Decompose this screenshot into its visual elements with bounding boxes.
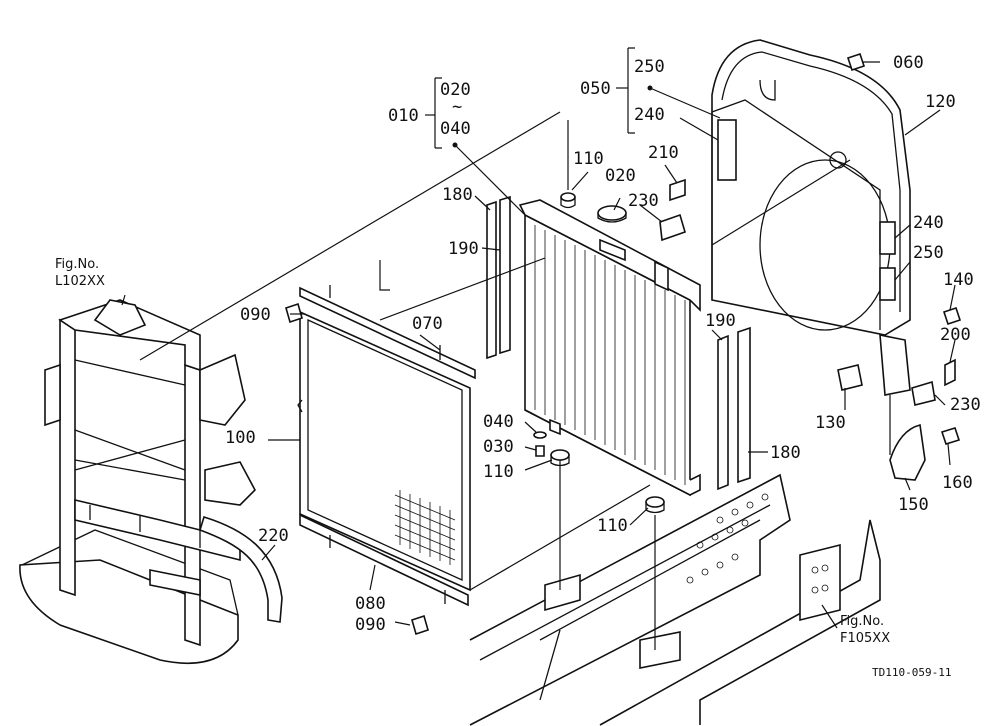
- label-230-top: 230: [628, 191, 659, 211]
- fig-ref-f105-line2: F105XX: [840, 631, 890, 646]
- label-250-right: 250: [913, 243, 944, 263]
- grommet-top: [560, 192, 576, 209]
- lower-frame: [469, 473, 881, 726]
- label-230-right: 230: [950, 395, 981, 415]
- label-tilde: ~: [452, 97, 462, 117]
- label-040-range: 040: [440, 119, 471, 139]
- label-100: 100: [225, 428, 256, 448]
- label-110-bottom: 110: [597, 516, 628, 536]
- label-210: 210: [648, 143, 679, 163]
- screen-assembly: [297, 285, 476, 607]
- fig-ref-f105-line1: Fig.No.: [840, 614, 884, 629]
- label-050: 050: [580, 79, 611, 99]
- leader-lines: [121, 47, 956, 629]
- label-220: 220: [258, 526, 289, 546]
- label-240-right: 240: [913, 213, 944, 233]
- reference-dots: [452, 85, 653, 148]
- label-130: 130: [815, 413, 846, 433]
- radiator-core: [518, 199, 701, 497]
- drawing-code: TD110-059-11: [872, 666, 951, 679]
- label-110-mid: 110: [483, 462, 514, 482]
- label-180-left: 180: [442, 185, 473, 205]
- label-060: 060: [893, 53, 924, 73]
- label-190-left: 190: [448, 239, 479, 259]
- hose-220: [199, 515, 283, 623]
- fig-ref-l102-line1: Fig.No.: [55, 257, 99, 272]
- label-030: 030: [483, 437, 514, 457]
- label-160: 160: [942, 473, 973, 493]
- label-150: 150: [898, 495, 929, 515]
- seal-strips-left: [486, 195, 511, 360]
- part-labels: 010 020 ~ 040 050 250 240 060 120 110 02…: [225, 53, 981, 635]
- figure-references: Fig.No. L102XX Fig.No. F105XX TD110-059-…: [55, 257, 951, 679]
- radiator-cap: [597, 205, 627, 223]
- label-250-top: 250: [634, 57, 665, 77]
- label-070: 070: [412, 314, 443, 334]
- label-120: 120: [925, 92, 956, 112]
- bolts-brackets: [285, 52, 962, 636]
- label-200: 200: [940, 325, 971, 345]
- label-090-top: 090: [240, 305, 271, 325]
- label-140: 140: [943, 270, 974, 290]
- label-020: 020: [605, 166, 636, 186]
- label-240-top: 240: [634, 105, 665, 125]
- seal-strips-right: [717, 326, 751, 491]
- fan-shroud: [711, 39, 911, 396]
- left-support-frame: [19, 299, 256, 665]
- label-010: 010: [388, 106, 419, 126]
- seal-blocks: [659, 178, 956, 406]
- label-190-right: 190: [705, 311, 736, 331]
- label-090-bottom: 090: [355, 615, 386, 635]
- assembly-lines: [139, 111, 891, 650]
- label-110-top: 110: [573, 149, 604, 169]
- label-040: 040: [483, 412, 514, 432]
- label-080: 080: [355, 594, 386, 614]
- lower-mount-parts: [533, 431, 665, 514]
- label-020-range: 020: [440, 80, 471, 100]
- fig-ref-l102-line2: L102XX: [55, 274, 105, 289]
- label-180-right: 180: [770, 443, 801, 463]
